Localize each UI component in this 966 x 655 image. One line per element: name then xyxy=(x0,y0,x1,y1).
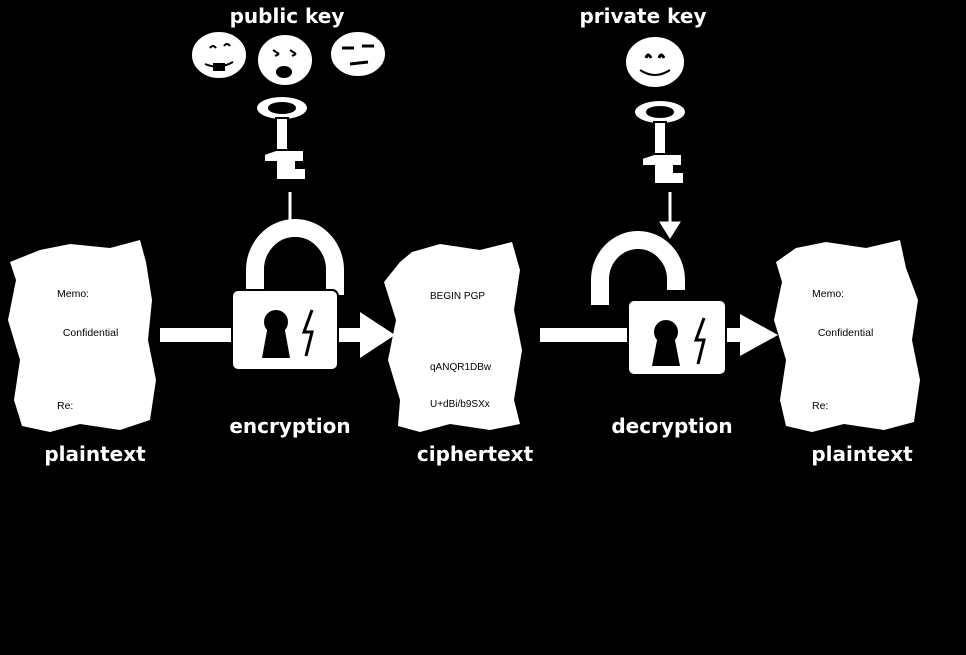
smiley-face-icon xyxy=(624,35,686,89)
memo-line: Fiscal Review xyxy=(812,439,883,451)
memo-line: Confidential xyxy=(57,327,119,339)
memo-line: Re: xyxy=(57,400,74,412)
memo-line: Memo: xyxy=(812,288,845,300)
cipher-line: /XTBPco8+M xyxy=(430,511,490,523)
cipher-line: QGzrCYXD9 xyxy=(430,436,488,448)
encryption-diagram xyxy=(8,30,920,432)
lock-open-icon xyxy=(591,231,727,376)
smiley-face-icon xyxy=(256,33,314,87)
private-key-label: private key xyxy=(579,4,707,28)
ciphertext-label: ciphertext xyxy=(416,442,534,466)
memo-line: Fiscal Review xyxy=(57,439,128,451)
memo-line: and... xyxy=(812,629,839,641)
plaintext-left-label: plaintext xyxy=(44,442,146,466)
document-icon xyxy=(384,242,522,432)
memo-line: This quarter's xyxy=(57,512,121,524)
lock-closed-icon xyxy=(231,219,344,371)
plaintext-right-label: plaintext xyxy=(811,442,913,466)
public-key-label: public key xyxy=(229,4,345,28)
smiley-face-icon xyxy=(329,30,387,78)
key-icon xyxy=(633,99,687,185)
document-icon xyxy=(774,240,920,432)
memo-line: just come in xyxy=(57,590,114,602)
cipher-line: YSoCTF6gK xyxy=(430,474,487,485)
decryption-label: decryption xyxy=(611,414,733,438)
cipher-line: BEGIN PGP xyxy=(430,291,486,302)
encryption-label: encryption xyxy=(229,414,351,438)
cipher-line: mdfBJILdDeS xyxy=(430,549,492,560)
memo-line: Memo: xyxy=(57,288,90,300)
memo-line: Re: xyxy=(812,400,829,412)
memo-line: earnings have xyxy=(57,551,123,563)
memo-line: just come in xyxy=(812,590,869,602)
smiley-face-icon xyxy=(190,30,248,80)
cipher-line: U+dBi/b9SXx xyxy=(430,399,490,410)
memo-line: earnings have xyxy=(812,551,878,563)
memo-line: and... xyxy=(57,629,84,641)
cipher-line: qANQR1DBw xyxy=(430,361,492,373)
document-icon xyxy=(8,240,156,432)
down-arrow-icon xyxy=(659,192,681,239)
key-icon xyxy=(255,95,309,181)
memo-line: This quarter's xyxy=(812,512,876,524)
flow-arrow-1 xyxy=(160,328,250,342)
flow-arrow-3 xyxy=(540,328,640,342)
cipher-line: END PGP xyxy=(430,619,476,631)
memo-line: Confidential xyxy=(812,327,874,339)
